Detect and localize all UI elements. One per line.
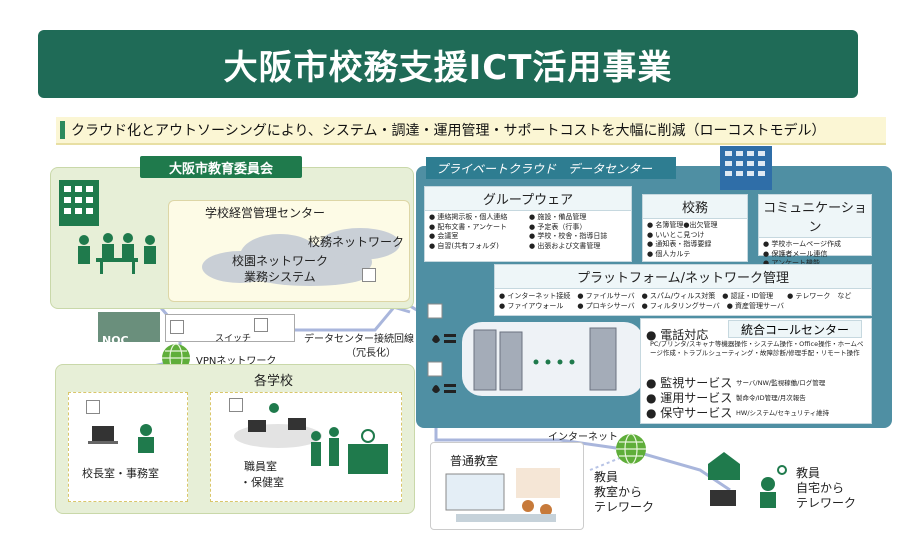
node-box <box>362 268 376 282</box>
board-label: 大阪市教育委員会 <box>140 156 302 178</box>
communication-item: ● 保護者メール連信 <box>763 249 828 258</box>
maintenance-service-desc: HW/システム/セキュリティ維持 <box>736 409 830 417</box>
subtitle-bar: クラウド化とアウトソーシングにより、システム・調達・運用管理・サポートコストを大… <box>56 117 886 145</box>
dc-link-sub-label: （冗長化） <box>346 348 396 359</box>
groupware-item: ● 会議室 <box>429 232 459 240</box>
switch-port-left <box>170 320 184 334</box>
operation-service: ● 運用サービス <box>646 391 733 405</box>
switch-label: スイッチ <box>215 334 252 344</box>
koumu-item: ● 名簿管理●出欠管理 <box>647 221 718 229</box>
title-banner: 大阪市校務支援ICT活用事業 <box>38 30 858 98</box>
koumu-title: 校務 <box>643 195 747 219</box>
staff-room-icon <box>234 403 388 474</box>
meeting-people-icon <box>78 233 156 274</box>
server-rack-icon <box>473 327 617 391</box>
internet-label: インターネット <box>548 432 618 443</box>
groupware-item: ● 自習(共有フォルダ) <box>429 241 499 250</box>
datacenter-building-icon <box>720 146 772 190</box>
cloud-label-1: 校務ネットワーク <box>308 235 405 249</box>
monitor-service-desc: サーバ/NW/監視稼働/ログ管理 <box>736 379 826 387</box>
switch-box <box>165 314 295 342</box>
node-box <box>229 398 243 412</box>
principal-office-label: 校長室・事務室 <box>82 467 159 480</box>
page-title: 大阪市校務支援ICT活用事業 <box>223 47 673 88</box>
noc-server <box>98 312 160 342</box>
koumu-panel: 校務 ● 名簿管理●出欠管理 ● いいとこ見つけ ● 通知表・指導要録 ● 個人… <box>642 194 748 262</box>
platform-title: プラットフォーム/ネットワーク管理 <box>495 265 871 289</box>
koumu-item: ● 個人カルテ <box>647 249 691 258</box>
phone-service: ● 電話対応 <box>646 328 709 342</box>
callcenter-title: 統合コールセンター <box>728 320 862 338</box>
groupware-item: ● 出張および文書管理 <box>529 241 601 250</box>
schools-title: 各学校 <box>254 374 294 389</box>
switch-port-right <box>254 318 268 332</box>
subtitle-text: クラウド化とアウトソーシングにより、システム・調達・運用管理・サポートコストを大… <box>71 123 826 139</box>
staff-room-label-2: ・保健室 <box>240 476 284 489</box>
home-telework-icon <box>708 452 787 508</box>
groupware-item: ● 学校・校舎・指導日誌 <box>529 232 608 240</box>
monitor-service: ● 監視サービス <box>646 376 733 390</box>
groupware-item: ● 施設・備品管理 <box>529 213 587 221</box>
groupware-title: グループウェア <box>425 187 631 211</box>
internet-globe-icon <box>616 433 646 465</box>
laptop-person-icon <box>88 424 154 453</box>
platform-row-2: ● ファイアウォール ● プロキシサーバ ● フィルタリングサーバ ● 資産管理… <box>499 301 784 310</box>
koumu-item: ● 通知表・指導要録 <box>647 240 712 248</box>
cloud-icon <box>202 228 400 286</box>
maintenance-service: ● 保守サービス <box>646 406 733 420</box>
vpn-label: VPNネットワーク <box>196 356 277 367</box>
operation-service-desc: 製命令/ID管理/月次報告 <box>736 394 806 402</box>
communication-panel: コミュニケーション ● 学校ホームページ作成 ● 保護者メール連信 ● アンケー… <box>758 194 872 267</box>
communication-title: コミュニケーション <box>759 195 871 238</box>
dc-link-label: データセンター接続回線 <box>304 334 414 345</box>
cloud-label-3: 業務システム <box>244 270 316 284</box>
private-cloud-label: プライベートクラウド データセンター <box>426 157 676 179</box>
groupware-item: ● 連絡掲示板・個人連絡 <box>429 213 508 221</box>
communication-item: ● アンケート機能 <box>763 259 821 267</box>
groupware-item: ● 配布文書・アンケート <box>429 222 508 231</box>
platform-panel: プラットフォーム/ネットワーク管理 ● インターネット接続 ● ファイルサーバ … <box>494 264 872 316</box>
platform-row-1: ● インターネット接続 ● ファイルサーバ ● スパム/ウィルス対策 ● 認証・… <box>499 292 852 300</box>
node-box <box>86 400 100 414</box>
cloud-label-2: 校園ネットワーク <box>232 254 329 268</box>
home-telework-label: 教員 自宅から テレワーク <box>796 466 857 510</box>
noc-label: NOC <box>102 334 129 347</box>
management-center-title: 学校経営管理センター <box>205 206 326 220</box>
koumu-item: ● いいとこ見つけ <box>647 230 705 239</box>
subtitle-marker <box>60 121 65 139</box>
classroom-icon <box>445 468 560 522</box>
building-icon <box>59 180 99 226</box>
classroom-telework-label: 教員 教室から テレワーク <box>594 470 655 514</box>
groupware-panel: グループウェア ● 連絡掲示板・個人連絡 ● 配布文書・アンケート ● 会議室 … <box>424 186 632 262</box>
groupware-item: ● 予定表（行事） <box>529 222 587 231</box>
classroom-title: 普通教室 <box>450 454 499 468</box>
phone-service-desc: PC/プリンタ/スキャナ等機器操作・システム操作・Office操作・ホームページ… <box>650 340 864 357</box>
communication-item: ● 学校ホームページ作成 <box>763 240 841 248</box>
firewall-icon <box>427 303 456 393</box>
staff-room-label-1: 職員室 <box>244 460 277 473</box>
